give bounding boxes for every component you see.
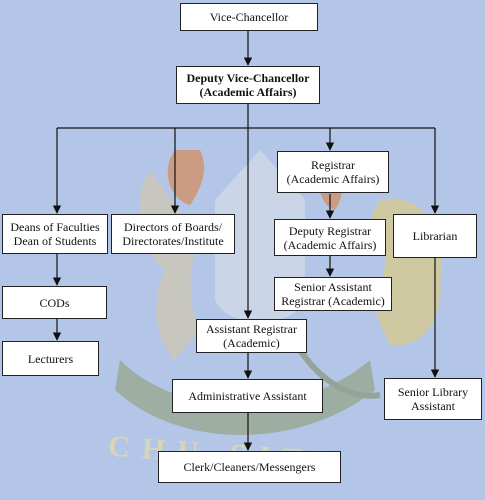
vice-chancellor-label: Vice-Chancellor — [209, 10, 289, 24]
box-registrar: Registrar (Academic Affairs) — [277, 151, 389, 193]
registrar-label-line1: Registrar — [311, 158, 355, 172]
cods-label: CODs — [39, 295, 70, 310]
box-deans: Deans of Faculties Dean of Students — [2, 214, 108, 254]
box-clerks: Clerk/Cleaners/Messengers — [158, 451, 341, 483]
senior-library-asst-label-line1: Senior Library — [397, 385, 469, 399]
clerks-label: Clerk/Cleaners/Messengers — [183, 460, 316, 474]
senior-asst-registrar-label-line1: Senior Assistant — [294, 280, 372, 294]
deputy-registrar-label-line2: (Academic Affairs) — [283, 237, 377, 252]
dvc-label-line2: (Academic Affairs) — [199, 85, 297, 99]
box-vice-chancellor: Vice-Chancellor — [180, 3, 318, 31]
box-librarian: Librarian — [393, 214, 477, 258]
box-assistant-registrar: Assistant Registrar (Academic) — [196, 319, 307, 353]
directors-label-line1: Directors of Boards/ — [124, 220, 222, 234]
deans-label-line2: Dean of Students — [13, 234, 97, 248]
librarian-label: Librarian — [412, 229, 458, 243]
box-lecturers: Lecturers — [2, 341, 99, 376]
box-cods: CODs — [2, 286, 107, 319]
box-deputy-vice-chancellor: Deputy Vice-Chancellor (Academic Affairs… — [176, 66, 320, 104]
box-directors: Directors of Boards/ Directorates/Instit… — [111, 214, 235, 254]
admin-assistant-label: Administrative Assistant — [188, 389, 307, 403]
asst-registrar-label-line2: (Academic) — [223, 336, 280, 350]
box-senior-library-assistant: Senior Library Assistant — [384, 378, 482, 420]
asst-registrar-label-line1: Assistant Registrar — [206, 322, 297, 336]
lecturers-label: Lecturers — [27, 351, 74, 366]
deans-label-line1: Deans of Faculties — [10, 220, 100, 234]
box-senior-assistant-registrar: Senior Assistant Registrar (Academic) — [274, 277, 392, 311]
registrar-label-line2: (Academic Affairs) — [286, 172, 380, 186]
deputy-registrar-label-line1: Deputy Registrar — [288, 223, 372, 238]
senior-asst-registrar-label-line2: Registrar (Academic) — [281, 294, 385, 308]
box-administrative-assistant: Administrative Assistant — [172, 379, 323, 413]
dvc-label-line1: Deputy Vice-Chancellor — [186, 71, 310, 85]
senior-library-asst-label-line2: Assistant — [410, 399, 455, 413]
box-deputy-registrar: Deputy Registrar (Academic Affairs) — [274, 219, 386, 256]
directors-label-line2: Directorates/Institute — [122, 234, 224, 248]
